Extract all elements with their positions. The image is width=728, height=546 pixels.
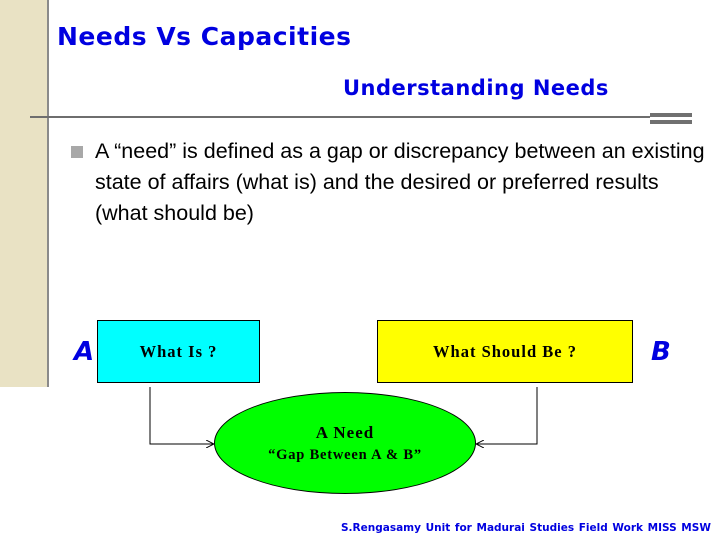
bullet-text: A “need” is defined as a gap or discrepa… [95, 139, 705, 225]
need-ellipse: A Need “Gap Between A & B” [214, 392, 476, 494]
slide-subtitle: Understanding Needs [343, 76, 609, 100]
bullet-marker [71, 146, 83, 158]
title-rule-accent-top [650, 113, 692, 117]
connector-left-arrow [149, 387, 213, 444]
connector-right-arrow [477, 387, 538, 444]
title-rule-accent-bottom [650, 120, 692, 124]
slide-title: Needs Vs Capacities [57, 22, 352, 51]
title-rule [30, 116, 650, 118]
label-b: B [651, 337, 671, 367]
label-a: A [74, 337, 95, 367]
what-should-be-box: What Should Be ? [377, 320, 633, 383]
need-subtitle: “Gap Between A & B” [268, 446, 422, 463]
side-band-divider [47, 0, 49, 387]
slide-footer: S.Rengasamy Unit for Madurai Studies Fie… [341, 522, 711, 534]
need-title: A Need [315, 422, 375, 442]
side-band [0, 0, 47, 387]
what-is-box: What Is ? [97, 320, 260, 383]
